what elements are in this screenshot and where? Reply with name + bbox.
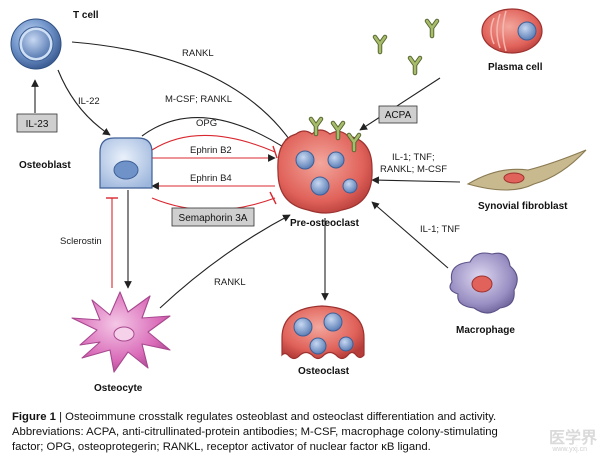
ephrin-b4-label: Ephrin B4 (190, 173, 232, 184)
il22-label: IL-22 (78, 96, 100, 107)
mcsf-rankl-arrow (141, 117, 289, 151)
figure-caption: Figure 1 | Osteoimmune crosstalk regulat… (12, 410, 594, 455)
antibody-icon (410, 58, 420, 73)
svg-text:IL-23: IL-23 (26, 119, 49, 130)
synovial-fibroblast-label: Synovial fibroblast (478, 201, 568, 212)
sclerostin-label: Sclerostin (60, 236, 102, 247)
acpa-arrow (359, 77, 441, 131)
synovial-fibroblast-cell (466, 149, 587, 191)
rankl-tcell-arrow (71, 41, 293, 144)
antibody-icon (427, 21, 437, 36)
synovial-signal-label-1: IL-1; TNF; (392, 152, 435, 163)
rankl-tcell-label: RANKL (182, 48, 214, 59)
antibody-icon (375, 37, 385, 52)
figure-label: Figure 1 (12, 411, 56, 423)
caption-separator: | (55, 411, 66, 423)
macrophage-cell (449, 252, 518, 314)
t-cell (10, 18, 62, 70)
macrophage-label: Macrophage (456, 325, 515, 336)
osteoclast-cell (281, 305, 365, 360)
rankl-osteocyte-label: RANKL (214, 277, 246, 288)
ephrin-b2-label: Ephrin B2 (190, 145, 232, 156)
osteoblast-label: Osteoblast (19, 160, 71, 171)
osteoblast-cell (99, 137, 153, 189)
svg-text:Semaphorin 3A: Semaphorin 3A (179, 213, 248, 224)
caption-abbreviations-1: Abbreviations: ACPA, anti-citrullinated-… (12, 426, 498, 438)
osteocyte-label: Osteocyte (94, 383, 143, 394)
macrophage-arrow (371, 201, 449, 269)
pre-osteoclast-label: Pre-osteoclast (290, 218, 360, 229)
watermark-logo: 医学界 (548, 430, 597, 447)
il23-box: IL-23 (16, 113, 58, 133)
plasma-cell (481, 8, 543, 54)
mcsf-rankl-label: M-CSF; RANKL (165, 94, 232, 105)
plasma-cell-label: Plasma cell (488, 62, 543, 73)
t-cell-label: T cell (73, 10, 99, 21)
opg-inhibit-line (151, 134, 276, 153)
caption-abbreviations-2: factor; OPG, osteoprotegerin; RANKL, rec… (12, 441, 431, 453)
caption-title-line: Figure 1 | Osteoimmune crosstalk regulat… (12, 410, 594, 425)
macrophage-signal-label: IL-1; TNF (420, 224, 460, 235)
synovial-arrow (371, 176, 461, 185)
il22-arrow (57, 69, 111, 136)
acpa-box: ACPA (378, 105, 418, 124)
caption-title: Osteoimmune crosstalk regulates osteobla… (65, 411, 497, 423)
osteoimmune-diagram: T cell Osteoblast Osteocyte Pre-osteocla… (10, 8, 587, 394)
synovial-signal-label-2: RANKL; M-CSF (380, 164, 447, 175)
pre-osteoclast-cell (277, 119, 373, 214)
semaphorin-box: Semaphorin 3A (171, 207, 255, 227)
osteocyte-cell (71, 291, 171, 373)
opg-label: OPG (196, 118, 217, 129)
osteoclast-label: Osteoclast (298, 366, 350, 377)
rankl-osteocyte-arrow (159, 214, 291, 309)
watermark-url: www.yxj.cn (552, 446, 587, 453)
svg-text:ACPA: ACPA (385, 110, 412, 121)
